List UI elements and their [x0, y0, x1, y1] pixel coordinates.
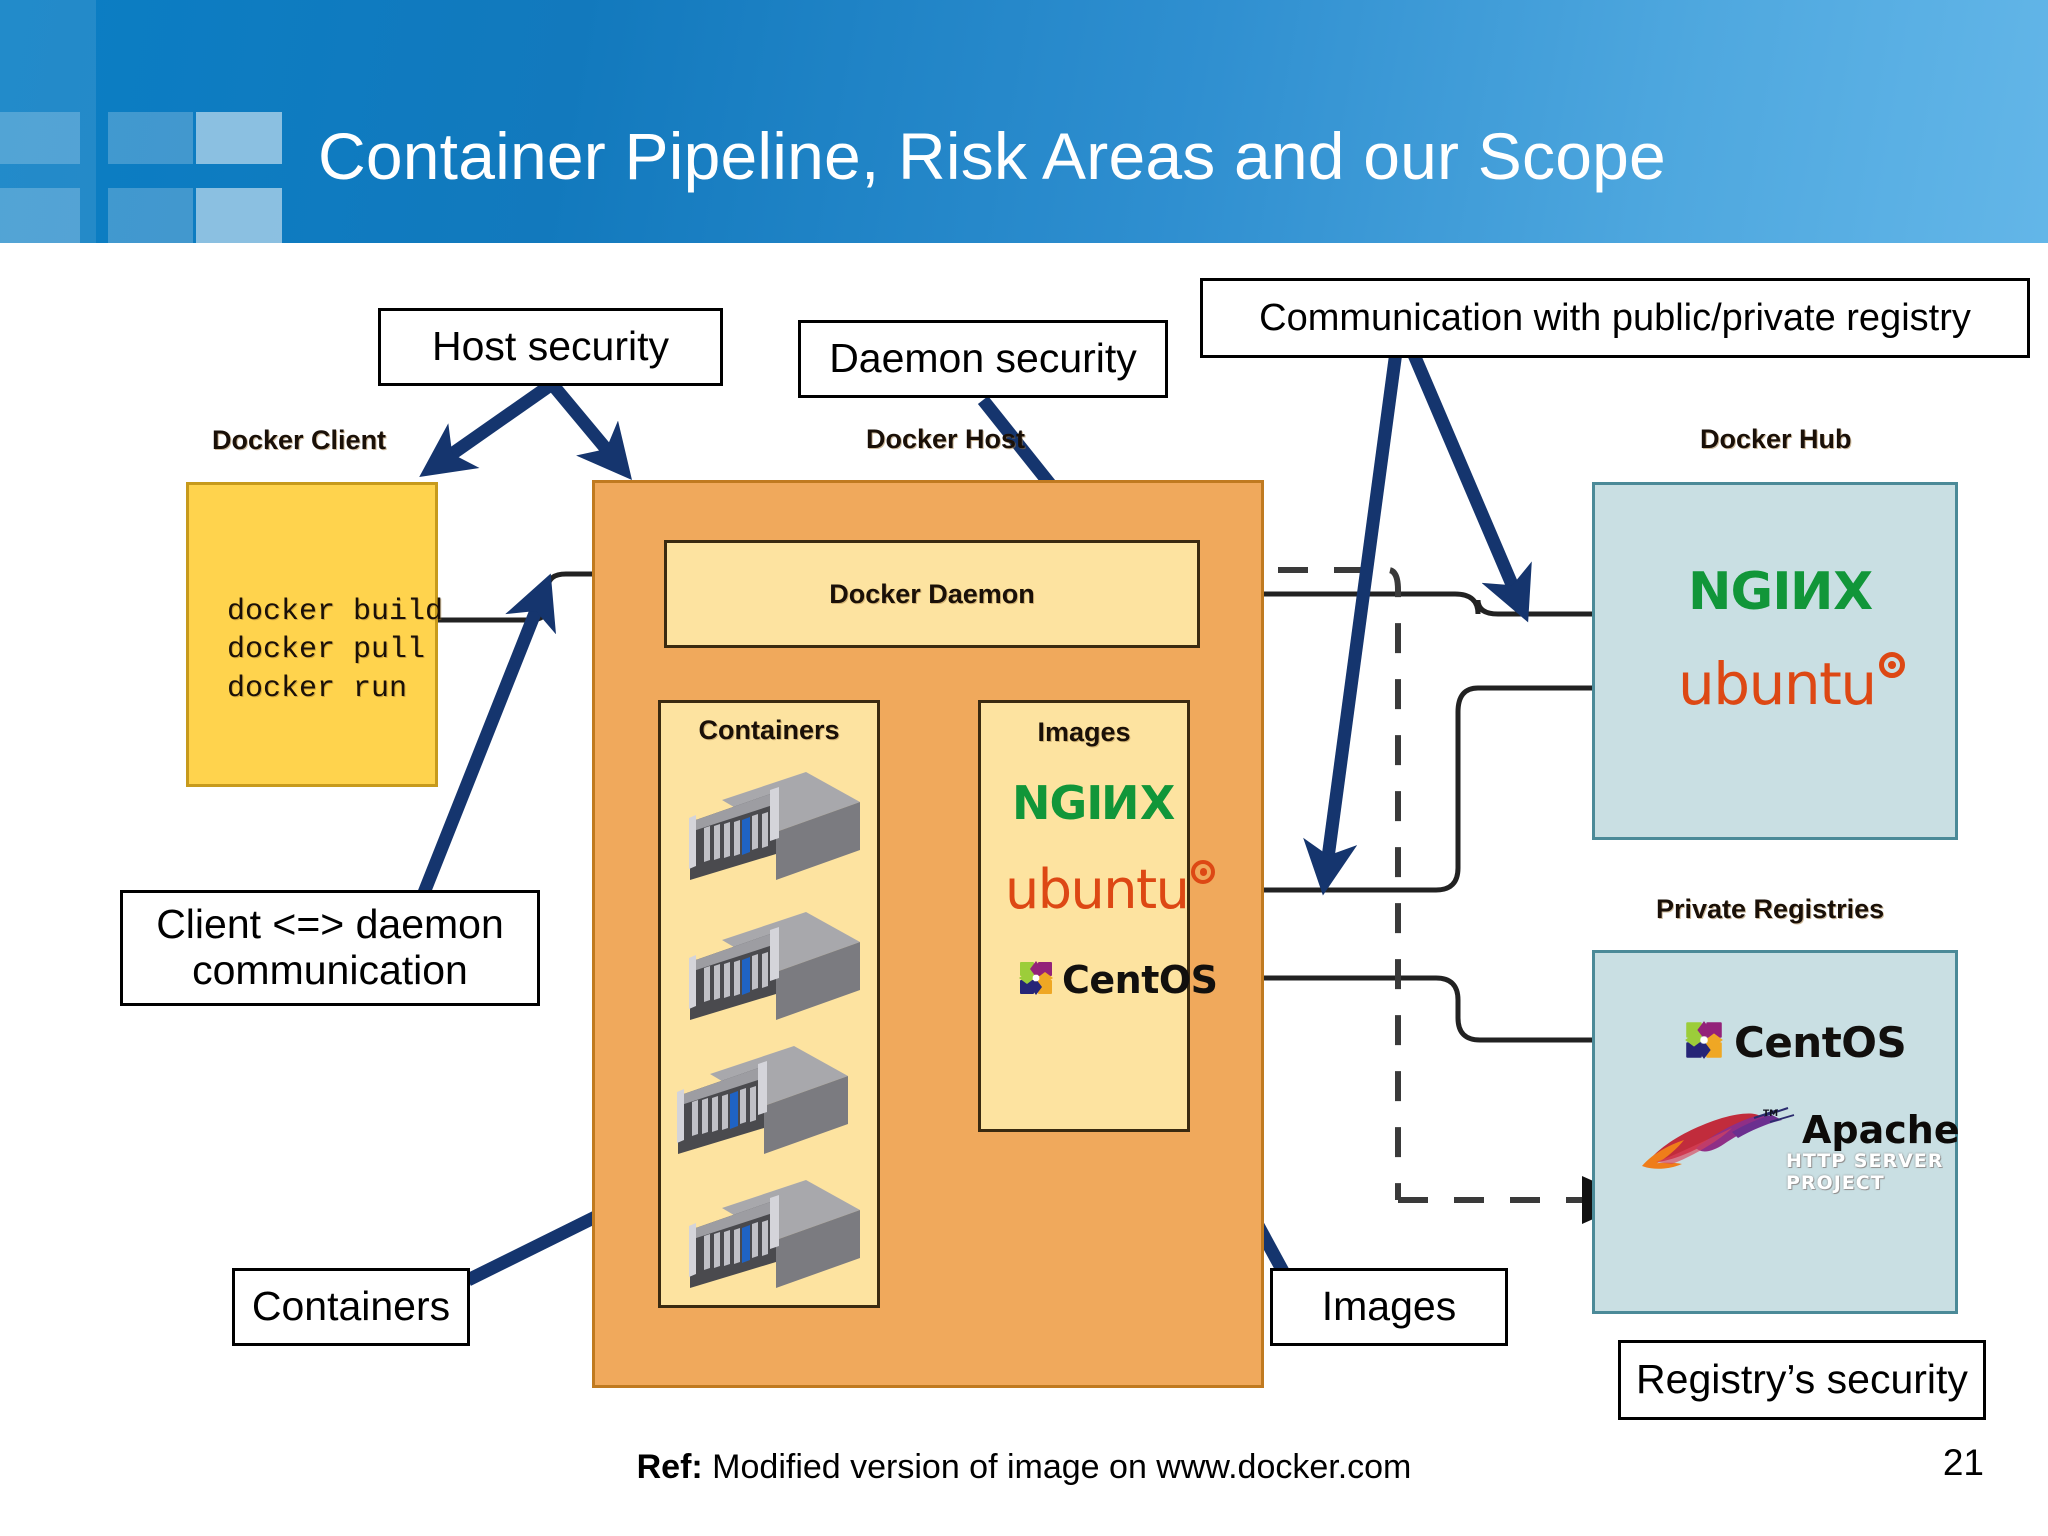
- arrow-registry-comm-right: [1394, 319, 1532, 623]
- apache-feather-icon: TM: [1642, 1107, 1795, 1169]
- docker-client-box: docker build docker pull docker run: [186, 482, 443, 787]
- callout-registry-communication[interactable]: Communication with public/private regist…: [1200, 278, 2030, 358]
- header-deco-block-3: [0, 188, 80, 243]
- private-registries-box: [1592, 950, 1958, 1314]
- ubuntu-logo-text: ubuntu: [1005, 858, 1190, 921]
- header-deco-block-2: [0, 112, 80, 164]
- slide-header: Container Pipeline, Risk Areas and our S…: [0, 0, 2048, 243]
- callout-client-daemon-communication[interactable]: Client <=> daemon communication: [120, 890, 540, 1006]
- apache-logo-registry: TM Apache HTTP SERVER PROJECT: [1636, 1100, 1960, 1194]
- header-deco-block-4: [108, 112, 193, 164]
- ubuntu-hub-circle-icon: [1878, 652, 1905, 678]
- container-server-icon-1: [684, 768, 862, 891]
- container-server-icon-3: [672, 1042, 850, 1165]
- docker-client-label: Docker Client: [212, 425, 387, 455]
- callout-images[interactable]: Images: [1270, 1268, 1508, 1346]
- docker-daemon-label: Docker Daemon: [829, 579, 1035, 609]
- callout-registry-security[interactable]: Registry’s security: [1618, 1340, 1986, 1420]
- docker-client-commands: docker build docker pull docker run: [227, 595, 444, 706]
- header-deco-block-7: [196, 188, 282, 243]
- images-box-label: Images: [1037, 717, 1131, 747]
- reference-note: Ref: Modified version of image on www.do…: [0, 1448, 2048, 1487]
- nginx-hub-text-2: N: [1790, 562, 1834, 622]
- apache-logo-subtext: HTTP SERVER PROJECT: [1786, 1150, 1944, 1194]
- callout-host-security[interactable]: Host security: [378, 308, 723, 386]
- nginx-logo-text-3: X: [1139, 776, 1175, 830]
- header-deco-block-6: [196, 112, 282, 164]
- svg-text:TM: TM: [1763, 1109, 1778, 1119]
- docker-hub-label: Docker Hub: [1700, 424, 1852, 454]
- page-title: Container Pipeline, Risk Areas and our S…: [318, 119, 1666, 193]
- reference-text: Modified version of image on www.docker.…: [712, 1448, 1412, 1486]
- nginx-logo-text-2: N: [1102, 776, 1140, 830]
- centos-registry-swirl-icon: [1684, 1020, 1724, 1065]
- centos-swirl-icon: [1018, 960, 1054, 1001]
- container-server-icon-2: [684, 908, 862, 1031]
- nginx-hub-text-1: NGI: [1688, 562, 1792, 622]
- reference-label: Ref:: [636, 1448, 703, 1486]
- containers-box-label: Containers: [698, 715, 840, 745]
- container-server-icon-4: [684, 1176, 862, 1299]
- centos-registry-text: CentOS: [1734, 1018, 1907, 1067]
- centos-logo-image: CentOS: [1018, 958, 1218, 1002]
- ubuntu-logo-hub: ubuntu: [1678, 650, 1905, 718]
- private-registries-label: Private Registries: [1656, 894, 1885, 924]
- ubuntu-circle-icon: [1191, 860, 1216, 884]
- docker-host-label: Docker Host: [866, 424, 1026, 454]
- header-deco-block-5: [108, 188, 193, 243]
- docker-daemon-box: Docker Daemon: [664, 540, 1200, 648]
- arrow-host-security-to-client: [419, 378, 556, 477]
- callout-containers[interactable]: Containers: [232, 1268, 470, 1346]
- centos-logo-text: CentOS: [1062, 958, 1218, 1002]
- page-number: 21: [1942, 1442, 1984, 1483]
- arrow-registry-comm-left: [1303, 321, 1407, 896]
- apache-logo-text: Apache: [1802, 1108, 1960, 1152]
- arrow-host-security-to-host: [547, 379, 632, 480]
- centos-logo-registry: CentOS: [1684, 1018, 1907, 1067]
- header-deco-block-1: [0, 0, 96, 243]
- callout-daemon-security[interactable]: Daemon security: [798, 320, 1168, 398]
- nginx-hub-text-3: X: [1833, 562, 1873, 622]
- images-box: Images: [978, 700, 1190, 1132]
- nginx-logo-text-1: NGI: [1012, 776, 1103, 830]
- connector-host-to-private-registries-dashed: [1222, 567, 1636, 1224]
- ubuntu-hub-text: ubuntu: [1678, 650, 1877, 718]
- ubuntu-logo-image: ubuntu: [1005, 858, 1216, 921]
